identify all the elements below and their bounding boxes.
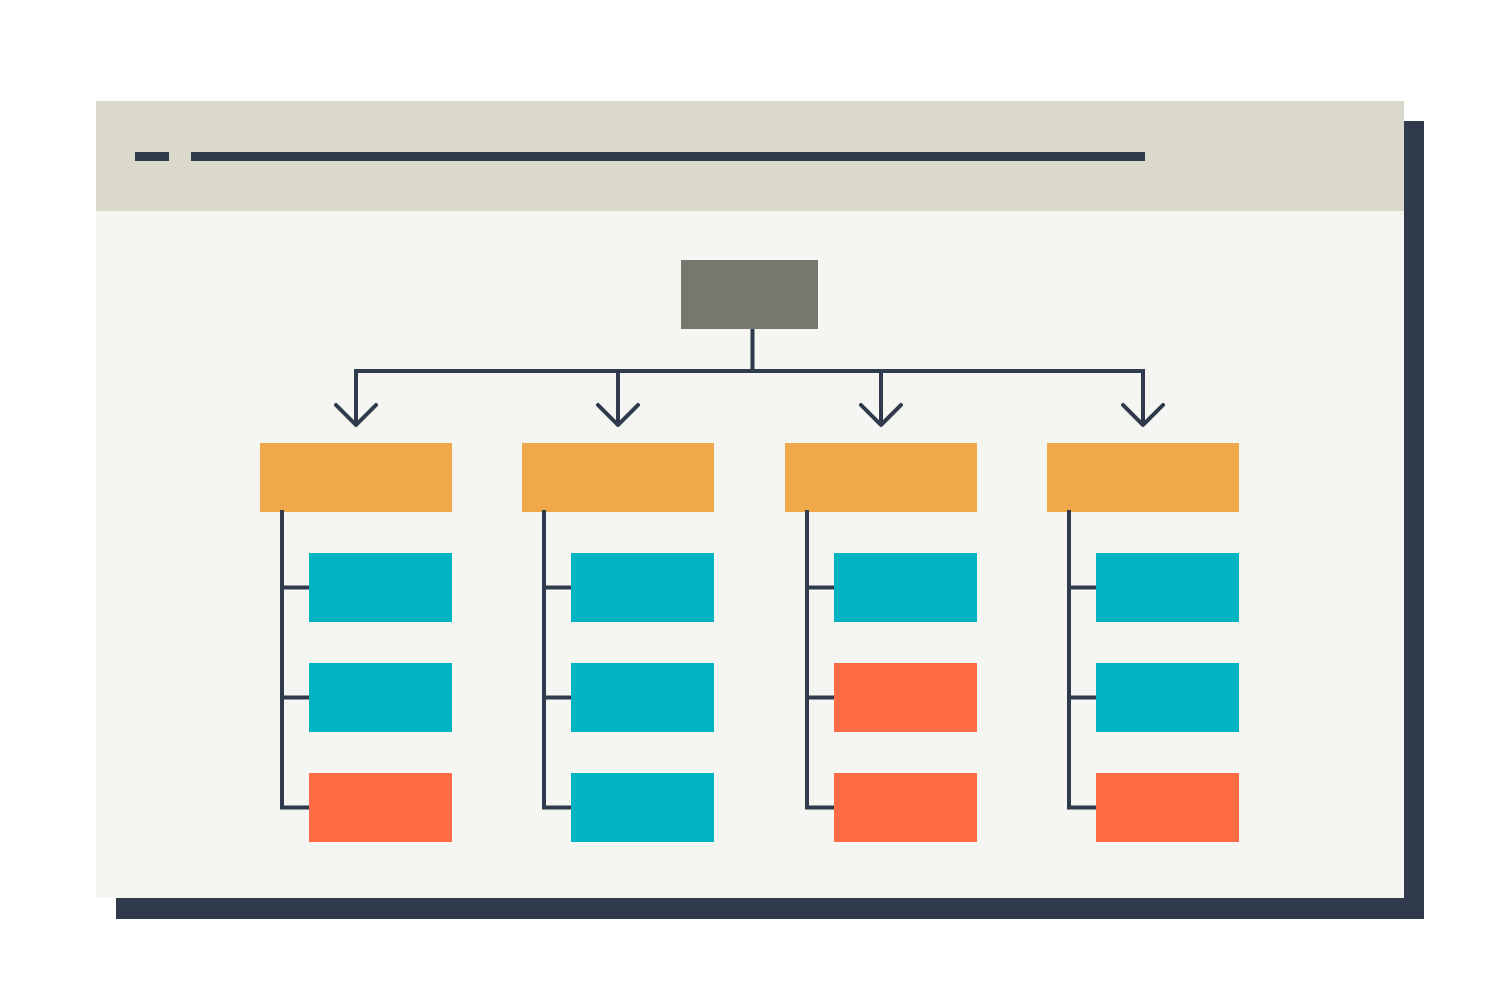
arrow-down-icon — [334, 403, 378, 427]
leaf-node-teal — [1096, 553, 1239, 622]
leaf-node-coral — [309, 773, 452, 842]
branch-node-1 — [260, 443, 452, 512]
leaf-node-coral — [834, 773, 977, 842]
branch-node-4 — [1047, 443, 1239, 512]
branch-node-2 — [522, 443, 714, 512]
leaf-node-teal — [571, 553, 714, 622]
arrow-down-icon — [596, 403, 640, 427]
leaf-node-teal — [571, 773, 714, 842]
leaf-node-teal — [834, 553, 977, 622]
leaf-node-teal — [571, 663, 714, 732]
title-bar — [96, 101, 1404, 211]
title-line-icon — [191, 152, 1145, 161]
leaf-node-coral — [834, 663, 977, 732]
branch-node-3 — [785, 443, 977, 512]
leaf-node-teal — [309, 663, 452, 732]
leaf-node-coral — [1096, 773, 1239, 842]
arrow-down-icon — [1121, 403, 1165, 427]
root-node — [681, 260, 818, 329]
leaf-node-teal — [1096, 663, 1239, 732]
minimize-dash-icon[interactable] — [135, 152, 169, 161]
leaf-node-teal — [309, 553, 452, 622]
arrow-down-icon — [859, 403, 903, 427]
